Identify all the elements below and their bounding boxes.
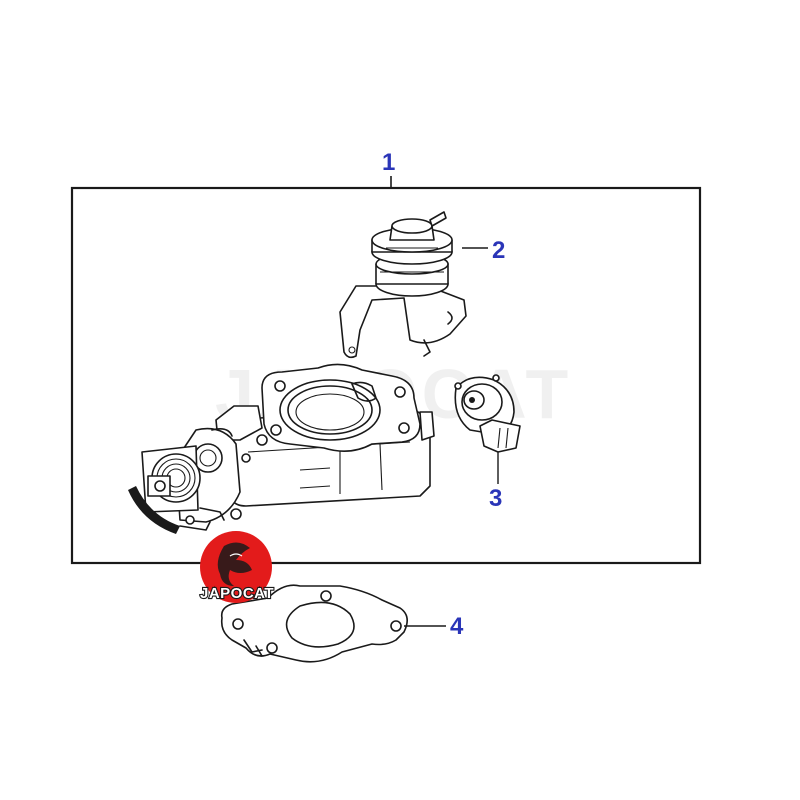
assembly-frame: [70, 186, 702, 565]
callout-4[interactable]: 4: [404, 613, 464, 640]
callout-1[interactable]: 1: [382, 149, 395, 188]
throttle-sensor-part[interactable]: [454, 374, 521, 453]
callout-2-label: 2: [492, 237, 505, 264]
callout-4-label: 4: [450, 613, 464, 640]
dashpot-actuator-part[interactable]: [339, 211, 467, 359]
logo-text: JAPOCAT: [200, 585, 274, 602]
callout-3[interactable]: 3: [489, 452, 502, 512]
callout-1-label: 1: [382, 149, 395, 176]
callout-3-label: 3: [489, 485, 502, 512]
japocat-logo: JAPOCAT: [199, 531, 275, 603]
throttle-body-part[interactable]: [128, 363, 435, 534]
callout-2[interactable]: 2: [462, 237, 505, 264]
gasket-part[interactable]: [220, 584, 408, 663]
